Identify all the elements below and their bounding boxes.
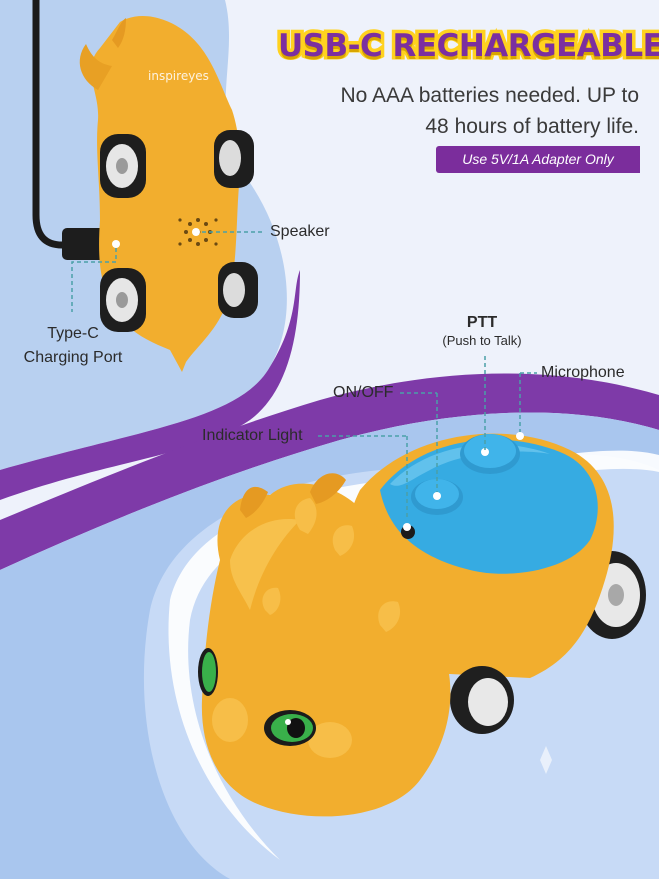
headline: USB-C RECHARGEABLE	[274, 25, 659, 68]
battery-description-line1: No AAA batteries needed. UP to	[340, 84, 639, 107]
indicator-light-label: Indicator Light	[202, 427, 303, 444]
on-off-label: ON/OFF	[333, 384, 394, 401]
type-c-port-label-line2: Charging Port	[23, 349, 123, 366]
ptt-label: PTT (Push to Talk)	[412, 314, 552, 348]
battery-description: No AAA batteries needed. UP to 48 hours …	[299, 80, 639, 142]
speaker-label: Speaker	[270, 223, 330, 240]
toy-underside: inspireyes	[32, 0, 264, 372]
type-c-port-label-line1: Type-C	[47, 325, 99, 342]
microphone-label: Microphone	[541, 364, 625, 381]
ptt-title: PTT	[466, 314, 498, 331]
adapter-badge: Use 5V/1A Adapter Only	[436, 146, 640, 173]
type-c-port-label: Type-C Charging Port	[14, 322, 132, 370]
ptt-subtitle: (Push to Talk)	[442, 333, 522, 348]
toy-main	[198, 432, 646, 817]
battery-description-line2: 48 hours of battery life.	[425, 115, 639, 138]
brand-mark: inspireyes	[148, 69, 209, 83]
